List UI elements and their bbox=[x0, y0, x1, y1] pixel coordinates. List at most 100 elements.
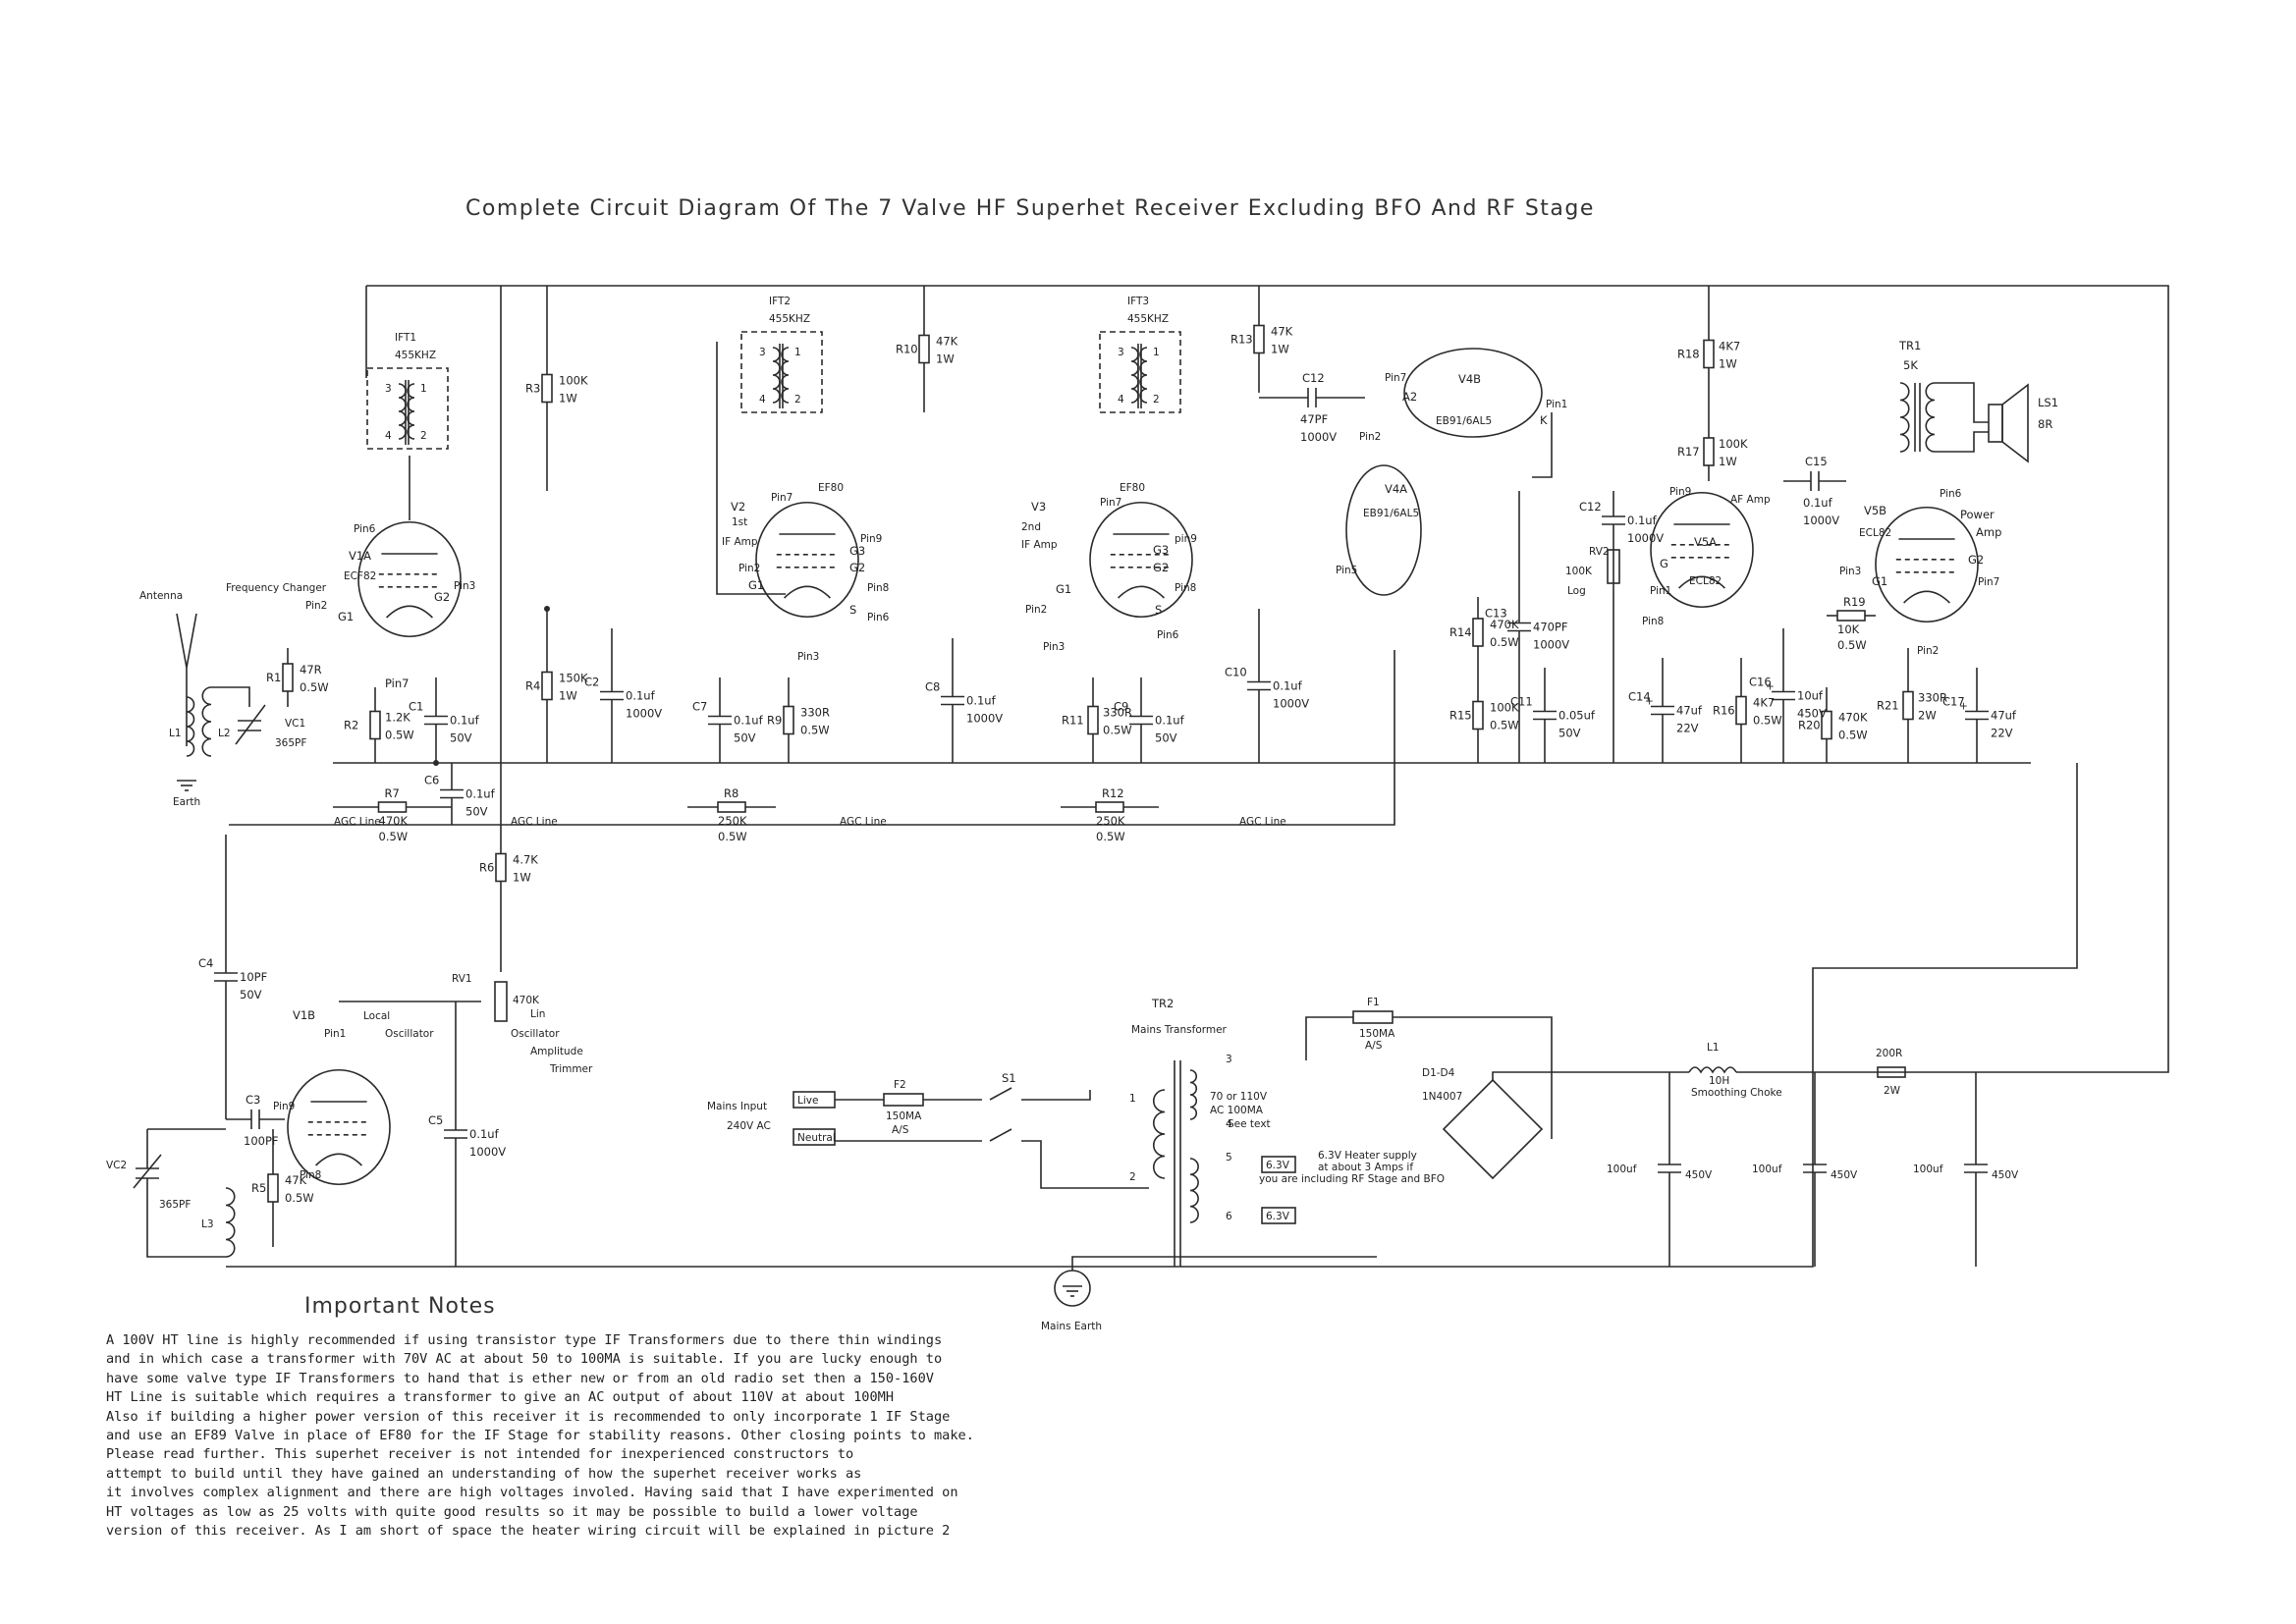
notes-line: and use an EF89 Valve in place of EF80 f… bbox=[106, 1428, 974, 1444]
pin-label: Pin7 bbox=[1385, 372, 1406, 384]
resistor-body bbox=[1703, 437, 1715, 466]
pin-label: G3 bbox=[849, 544, 865, 558]
winding-pin: 1 bbox=[1129, 1093, 1136, 1105]
valve-function: AF Amp bbox=[1730, 494, 1771, 506]
choke-function: Smoothing Choke bbox=[1691, 1087, 1782, 1099]
valve-ref: V5B bbox=[1864, 504, 1886, 517]
resistor-body bbox=[1877, 1066, 1906, 1078]
component-ref: C8 bbox=[925, 680, 940, 694]
pin-label: Pin6 bbox=[1157, 629, 1179, 641]
inductor-winding bbox=[1189, 1158, 1199, 1223]
pin-label: Pin2 bbox=[305, 600, 327, 612]
valve-envelope bbox=[755, 501, 859, 619]
antenna-label: Antenna bbox=[139, 590, 183, 602]
resistor-body bbox=[717, 801, 746, 813]
component-value: 0.1uf bbox=[734, 714, 764, 728]
component-ref: R1 bbox=[266, 671, 281, 684]
speaker-ref: LS1 bbox=[2038, 396, 2058, 409]
resistor-body bbox=[1095, 801, 1124, 813]
component-ref: R6 bbox=[479, 861, 494, 875]
heater-note: 6.3V Heater supply bbox=[1318, 1150, 1417, 1162]
transformer-value: 455KHZ bbox=[1127, 313, 1169, 325]
component-rating: 0.5W bbox=[1838, 729, 1868, 742]
pin-number: 4 bbox=[1118, 394, 1124, 406]
component-ref: R3 bbox=[525, 382, 540, 396]
valve-envelope bbox=[287, 1068, 391, 1186]
component-rating: 0.5W bbox=[1103, 724, 1132, 737]
component-ref: C14 bbox=[1628, 690, 1651, 704]
pin-label: G1 bbox=[1872, 574, 1887, 588]
component-value: 100uf bbox=[1607, 1164, 1637, 1175]
component-rating: 1000V bbox=[966, 712, 1003, 726]
notes-line: A 100V HT line is highly recommended if … bbox=[106, 1332, 943, 1348]
pin-label: Pin8 bbox=[1642, 616, 1664, 627]
pin-label: G2 bbox=[849, 561, 865, 574]
valve-envelope bbox=[1089, 501, 1193, 619]
pin-label: K bbox=[1540, 413, 1548, 427]
component-value: 470K bbox=[513, 995, 540, 1006]
valve-envelope bbox=[1875, 506, 1979, 623]
component-value: 100K bbox=[559, 374, 588, 388]
pin-label: Pin6 bbox=[354, 523, 376, 535]
valve-function: Oscillator bbox=[385, 1028, 434, 1040]
component-rating: 2W bbox=[1884, 1085, 1901, 1097]
component-rating: 1000V bbox=[1803, 514, 1839, 527]
mains-input-label: Mains Input bbox=[707, 1101, 767, 1112]
pin-label: G2 bbox=[1968, 553, 1984, 567]
component-ref: R9 bbox=[767, 714, 782, 728]
pin-label: Pin5 bbox=[1336, 565, 1357, 576]
resistor-body bbox=[1472, 700, 1484, 731]
valve-ref: V4A bbox=[1385, 482, 1407, 496]
component-ref: RV2 bbox=[1589, 546, 1610, 558]
inductor-winding bbox=[201, 686, 212, 757]
cathode bbox=[386, 605, 433, 619]
component-value: 470K bbox=[1490, 618, 1519, 631]
resistor-body bbox=[282, 663, 294, 692]
resistor-body bbox=[541, 671, 553, 701]
component-ref: C5 bbox=[428, 1113, 443, 1127]
component-ref: R18 bbox=[1677, 348, 1700, 361]
valve-stage: 1st bbox=[732, 516, 747, 528]
notes-line: version of this receiver. As I am short … bbox=[106, 1523, 951, 1540]
pin-label: G1 bbox=[1056, 582, 1071, 596]
pin-number: 3 bbox=[1118, 347, 1124, 358]
resistor-body bbox=[267, 1173, 279, 1203]
secondary-label: AC 100MA bbox=[1210, 1105, 1264, 1116]
component-rating: 1W bbox=[936, 352, 955, 366]
component-value: 47uf bbox=[1991, 709, 2017, 723]
resistor-body bbox=[1472, 618, 1484, 647]
pin-label: S bbox=[849, 603, 856, 617]
heater-note: you are including RF Stage and BFO bbox=[1259, 1173, 1445, 1185]
inductor-winding bbox=[1153, 1089, 1166, 1179]
component-value: 47PF bbox=[1300, 412, 1328, 426]
component-rating: 50V bbox=[1558, 727, 1581, 740]
pin-number: 1 bbox=[1153, 347, 1160, 358]
pin-label: Pin3 bbox=[454, 580, 475, 592]
pin-number: 1 bbox=[794, 347, 801, 358]
wire bbox=[1393, 1016, 1553, 1139]
speaker-value: 8R bbox=[2038, 417, 2052, 431]
winding-pin: 5 bbox=[1226, 1152, 1232, 1164]
wire bbox=[1021, 1090, 1091, 1101]
resistor-body bbox=[1902, 690, 1914, 721]
transformer-ref: IFT1 bbox=[395, 332, 416, 344]
component-rating: 0.5W bbox=[718, 830, 747, 843]
component-ref: C11 bbox=[1510, 695, 1533, 709]
component-rating: 1000V bbox=[1627, 531, 1664, 545]
component-ref: R19 bbox=[1843, 595, 1866, 609]
pin-label: Pin7 bbox=[1100, 497, 1121, 509]
valve-function: IF Amp bbox=[1021, 539, 1058, 551]
component-ref: C16 bbox=[1749, 676, 1772, 689]
component-ref: C6 bbox=[424, 774, 439, 787]
